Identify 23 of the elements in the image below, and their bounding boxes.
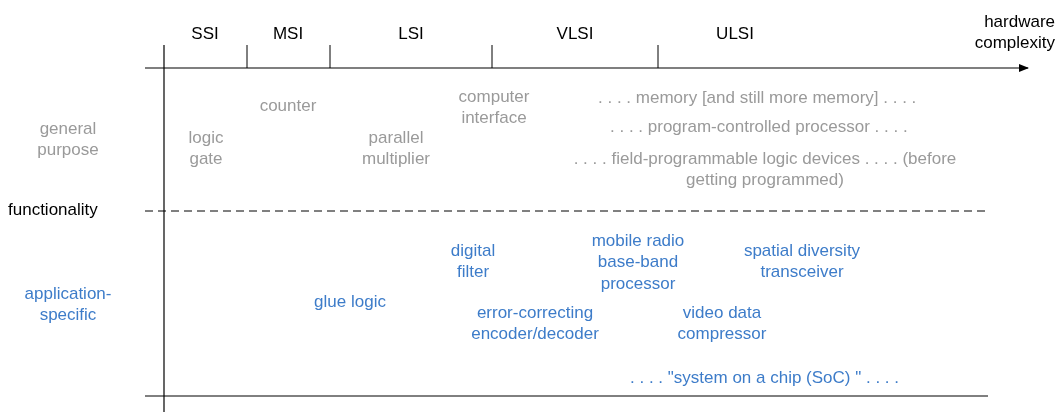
axis-title: functionality: [8, 199, 98, 221]
axis-title: hardware complexity: [973, 10, 1055, 54]
example-label: glue logic: [314, 291, 386, 313]
category-label: application-specific: [23, 282, 113, 326]
example-label: computer interface: [457, 85, 531, 129]
example-label: digital filter: [449, 239, 497, 283]
category-label: general purpose: [36, 117, 100, 161]
example-label: mobile radio base-band processor: [590, 230, 686, 294]
example-label: logic gate: [187, 126, 225, 170]
example-label: . . . . program-controlled processor . . . .: [610, 116, 908, 138]
example-label: . . . . field-programmable logic devices . . . . (before getting programmed): [572, 147, 958, 191]
column-label: MSI: [272, 23, 304, 45]
example-label: spatial diversity transceiver: [742, 239, 862, 283]
example-label: error-correcting encoder/decoder: [470, 301, 600, 345]
example-label: . . . . "system on a chip (SoC) " . . . .: [630, 367, 900, 389]
column-label: SSI: [191, 23, 219, 45]
example-label: parallel multiplier: [361, 126, 431, 170]
column-label: ULSI: [716, 23, 754, 45]
example-label: . . . . memory [and still more memory] . . . .: [598, 87, 917, 109]
column-label: LSI: [398, 23, 424, 45]
example-label: counter: [259, 95, 317, 117]
example-label: video data compressor: [676, 301, 768, 345]
column-label: VLSI: [556, 23, 594, 45]
